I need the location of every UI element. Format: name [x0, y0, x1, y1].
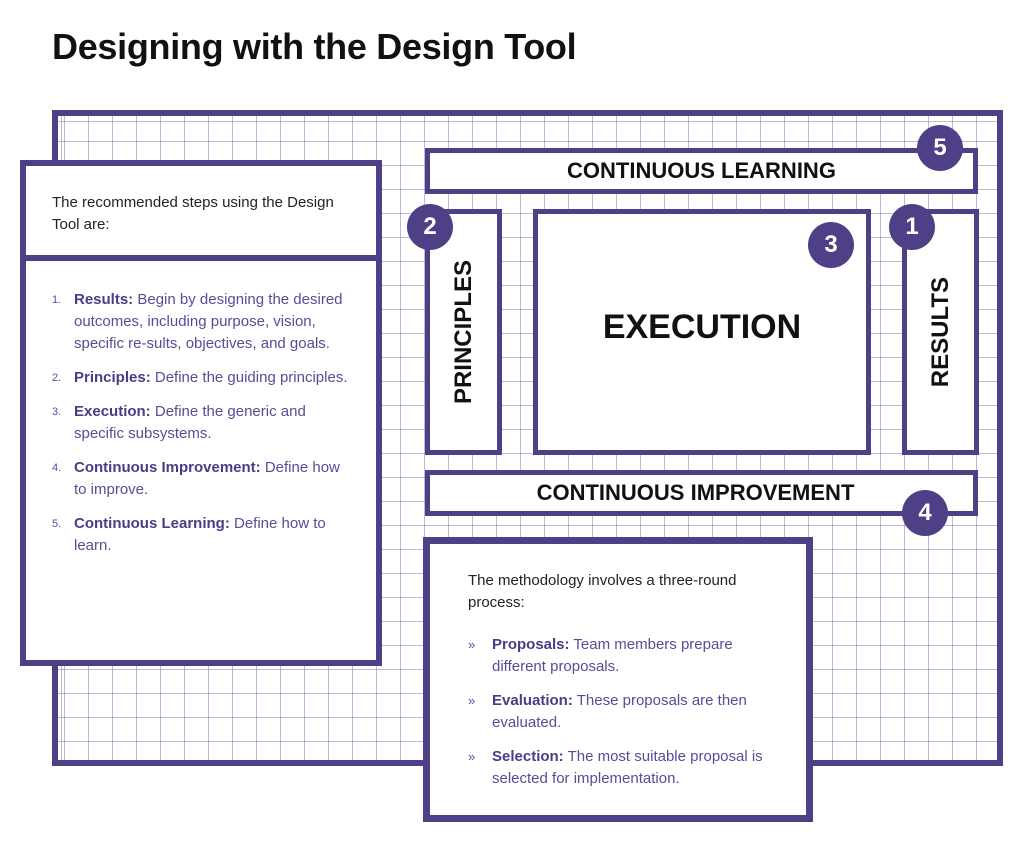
badge-2: 2: [407, 204, 453, 250]
results-box: RESULTS: [902, 209, 979, 455]
badge-5: 5: [917, 125, 963, 171]
step-text: Define the generic and specific subsyste…: [74, 403, 306, 442]
page-title: Designing with the Design Tool: [52, 26, 577, 67]
principles-box: PRINCIPLES: [425, 209, 502, 455]
badge-1: 1: [889, 204, 935, 250]
list-item: 4. Continuous Improvement: Define how to …: [52, 457, 356, 501]
continuous-improvement-box: CONTINUOUS IMPROVEMENT: [425, 470, 978, 516]
process-term: Proposals:: [492, 636, 570, 653]
execution-label: EXECUTION: [602, 307, 802, 346]
process-term: Evaluation:: [492, 692, 573, 709]
list-item: » Selection: The most suitable proposal i…: [468, 746, 776, 790]
chevron-bullet-icon: »: [468, 637, 476, 652]
list-item: 3. Execution: Define the generic and spec…: [52, 401, 356, 445]
step-text: Define how to improve.: [74, 459, 340, 498]
step-number: 4.: [52, 462, 62, 474]
list-item: 2. Principles: Define the guiding princip…: [52, 367, 356, 389]
badge-3: 3: [808, 222, 854, 268]
steps-list: 1. Results: Begin by designing the desire…: [26, 261, 376, 557]
chevron-bullet-icon: »: [468, 693, 476, 708]
step-term: Execution:: [74, 403, 151, 420]
step-term: Principles:: [74, 369, 151, 386]
step-text: Define how to learn.: [74, 515, 326, 554]
list-item: 5. Continuous Learning: Define how to lea…: [52, 513, 356, 557]
process-text: These proposals are then evaluated.: [492, 692, 747, 731]
step-number: 5.: [52, 518, 62, 530]
continuous-improvement-label: CONTINUOUS IMPROVEMENT: [536, 480, 855, 505]
step-number: 1.: [52, 294, 62, 306]
steps-intro: The recommended steps using the Design T…: [26, 166, 376, 261]
list-item: » Evaluation: These proposals are then ev…: [468, 690, 776, 734]
step-term: Continuous Learning:: [74, 515, 230, 532]
step-number: 3.: [52, 406, 62, 418]
continuous-learning-box: CONTINUOUS LEARNING: [425, 148, 978, 194]
list-item: 1. Results: Begin by designing the desire…: [52, 289, 356, 355]
step-number: 2.: [52, 372, 62, 384]
continuous-learning-label: CONTINUOUS LEARNING: [567, 158, 836, 183]
step-text: Define the guiding principles.: [150, 369, 348, 386]
steps-panel: The recommended steps using the Design T…: [20, 160, 382, 666]
process-text: The most suitable proposal is selected f…: [492, 748, 763, 787]
results-label: RESULTS: [926, 276, 954, 388]
step-term: Continuous Improvement:: [74, 459, 261, 476]
step-term: Results:: [74, 291, 134, 308]
principles-label: PRINCIPLES: [449, 259, 477, 405]
badge-4: 4: [902, 490, 948, 536]
process-panel: The methodology involves a three-round p…: [423, 537, 813, 822]
process-term: Selection:: [492, 748, 564, 765]
process-text: Team members prepare different proposals…: [492, 636, 733, 675]
step-text: Begin by designing the desired outcomes,…: [74, 291, 343, 352]
process-intro: The methodology involves a three-round p…: [468, 572, 737, 611]
list-item: » Proposals: Team members prepare differe…: [468, 634, 776, 678]
chevron-bullet-icon: »: [468, 749, 476, 764]
